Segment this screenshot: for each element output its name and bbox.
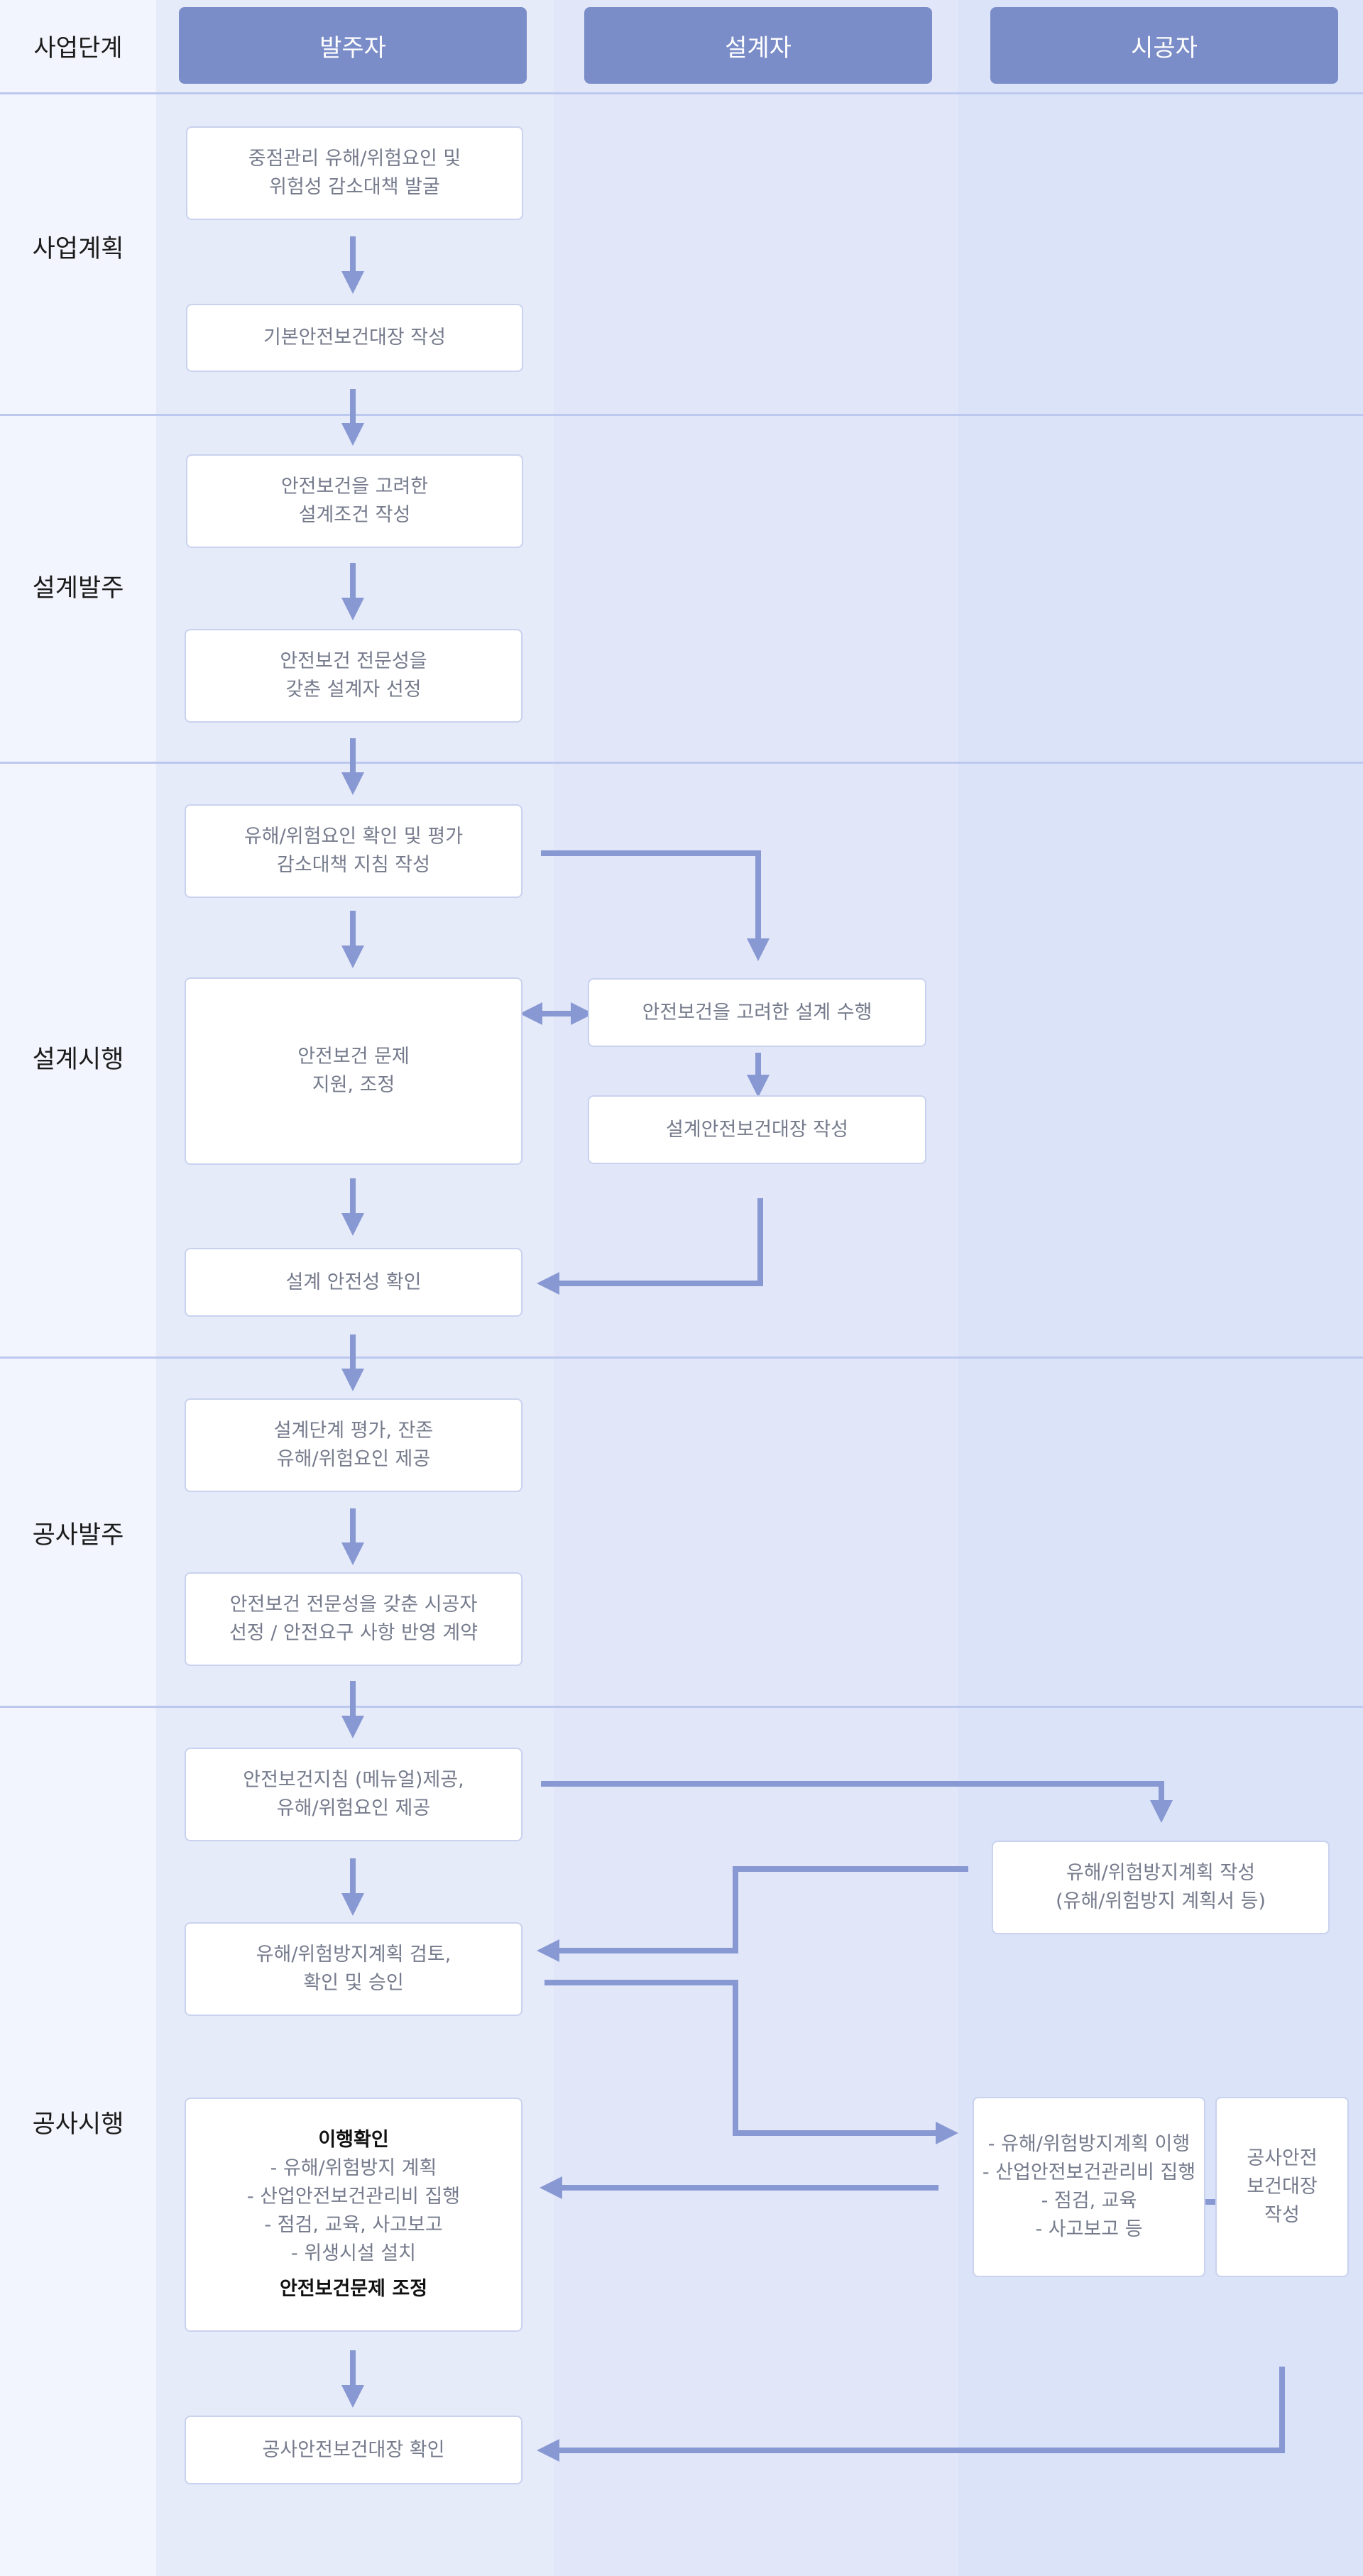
stage-construction-execution: 공사시행: [32, 2110, 124, 2139]
arrow-ledger-to-owner: [537, 2367, 1285, 2462]
box-plan-review: 유해/위험방지계획 검토,확인 및 승인: [185, 1922, 522, 2016]
box-safety-design: 안전보건을 고려한 설계 수행: [588, 978, 926, 1047]
stage-column-bg: [0, 0, 156, 2576]
box-design-safety-check: 설계 안전성 확인: [185, 1248, 522, 1317]
divider-1: [0, 414, 1363, 416]
divider-3: [0, 1356, 1363, 1359]
divider-2: [0, 762, 1363, 764]
implementation-check-title: 이행확인: [318, 2129, 389, 2151]
box-safety-manual: 안전보건지침 (메뉴얼)제공,유해/위험요인 제공: [185, 1748, 522, 1841]
designer-column-bg: [554, 0, 958, 2576]
box-basic-safety-ledger: 기본안전보건대장 작성: [186, 304, 523, 372]
box-design-safety-ledger: 설계안전보건대장 작성: [588, 1095, 926, 1164]
owner-column-header: 발주자: [179, 7, 527, 84]
box-implementation-check: 이행확인 - 유해/위험방지 계획 - 산업안전보건관리비 집행 - 점검, 교…: [185, 2098, 522, 2332]
divider-header: [0, 92, 1363, 94]
arrow-owner-to-contractor-exec: [544, 1980, 958, 2144]
arrow-designer-to-owner: [537, 1198, 763, 1295]
arrow-owner-to-designer: [541, 850, 770, 961]
box-plan-execution: - 유해/위험방지계획 이행 - 산업안전보건관리비 집행 - 점검, 교육 -…: [973, 2097, 1205, 2277]
box-hazard-prevention-plan: 유해/위험방지계획 작성(유해/위험방지 계획서 등): [992, 1841, 1330, 1934]
contractor-column-header: 시공자: [990, 7, 1338, 84]
stage-column-header: 사업단계: [33, 33, 123, 62]
divider-4: [0, 1706, 1363, 1708]
designer-column-header: 설계자: [584, 7, 932, 84]
arrow-owner-to-contractor: [541, 1781, 1173, 1823]
box-ledger-confirmation: 공사안전보건대장 확인: [185, 2416, 522, 2484]
stage-project-planning: 사업계획: [32, 235, 124, 263]
box-construction-safety-ledger: 공사안전 보건대장 작성: [1215, 2097, 1349, 2277]
stage-design-order: 설계발주: [32, 574, 124, 603]
stage-construction-order: 공사발주: [32, 1521, 124, 1550]
safety-coordination-label: 안전보건문제 조정: [279, 2278, 428, 2300]
arrow-contractor-to-owner: [537, 1866, 968, 1962]
stage-design-execution: 설계시행: [32, 1046, 124, 1074]
